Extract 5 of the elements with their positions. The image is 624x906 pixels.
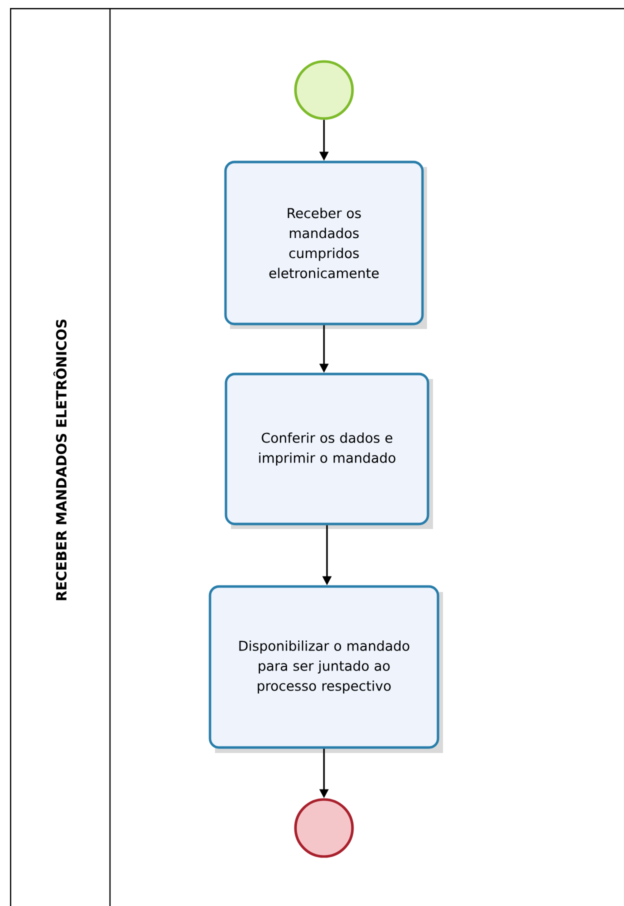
task-box: Disponibilizar o mandado para ser juntado ao processo respectivo [208,585,440,749]
event-circle [294,798,354,858]
task-box: Receber os mandados cumpridos eletronicamente [224,160,424,326]
task-box: Conferir os dados e imprimir o mandado [224,372,430,526]
event-circle [294,60,354,120]
